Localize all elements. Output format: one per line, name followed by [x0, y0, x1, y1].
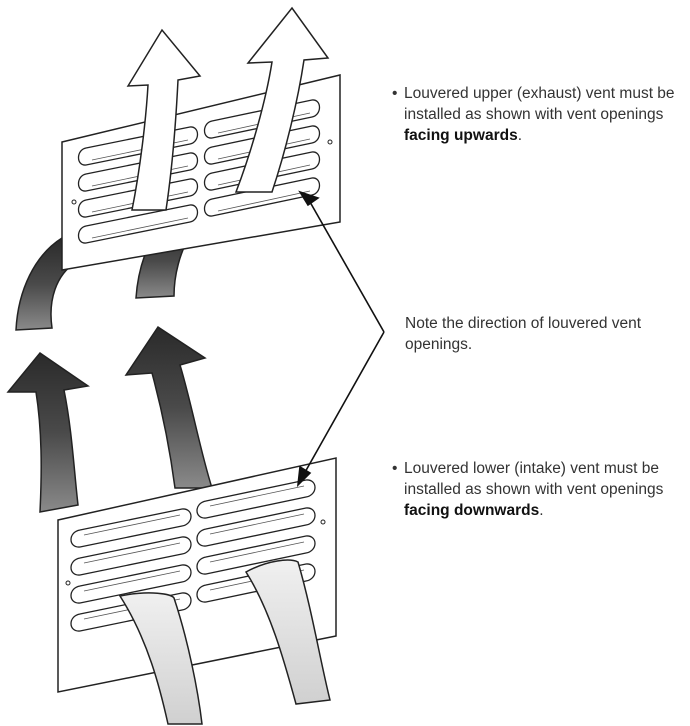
- bullet: •: [392, 85, 398, 102]
- direction-note-text: Note the direction of louvered vent open…: [405, 315, 642, 353]
- exhaust-arrow-right: [234, 6, 330, 193]
- lower-vent-note-emphasis: facing downwards: [404, 502, 540, 519]
- exhaust-arrows: [126, 6, 330, 211]
- heated-air-arrow-right: [124, 325, 214, 489]
- pointer-to-upper-vent: [309, 201, 385, 333]
- upper-vent-note-end: .: [517, 127, 522, 144]
- bullet: •: [392, 460, 398, 477]
- exhaust-arrow-left: [126, 28, 202, 211]
- heated-air-arrows: [6, 224, 214, 513]
- lower-vent-note: • Louvered lower (intake) vent must be i…: [392, 458, 690, 521]
- pointer-lower-arrowhead: [296, 465, 312, 488]
- upper-vent-note-text: Louvered upper (exhaust) vent must be in…: [404, 85, 675, 123]
- intake-arrow-left: [118, 592, 203, 725]
- pointer-to-lower-vent: [303, 331, 385, 475]
- pointer-lines: [296, 190, 385, 488]
- pointer-upper-arrowhead: [298, 190, 320, 207]
- direction-note: Note the direction of louvered vent open…: [405, 313, 665, 355]
- upper-vent-note: • Louvered upper (exhaust) vent must be …: [392, 83, 690, 146]
- lower-vent-note-text: Louvered lower (intake) vent must be ins…: [404, 460, 664, 498]
- intake-arrow-right: [244, 559, 331, 705]
- heated-air-arrow-left: [6, 351, 90, 513]
- upper-exhaust-vent: [61, 74, 341, 271]
- lower-vent-note-end: .: [539, 502, 544, 519]
- upper-vent-note-emphasis: facing upwards: [404, 127, 518, 144]
- intake-arrows: [118, 559, 331, 725]
